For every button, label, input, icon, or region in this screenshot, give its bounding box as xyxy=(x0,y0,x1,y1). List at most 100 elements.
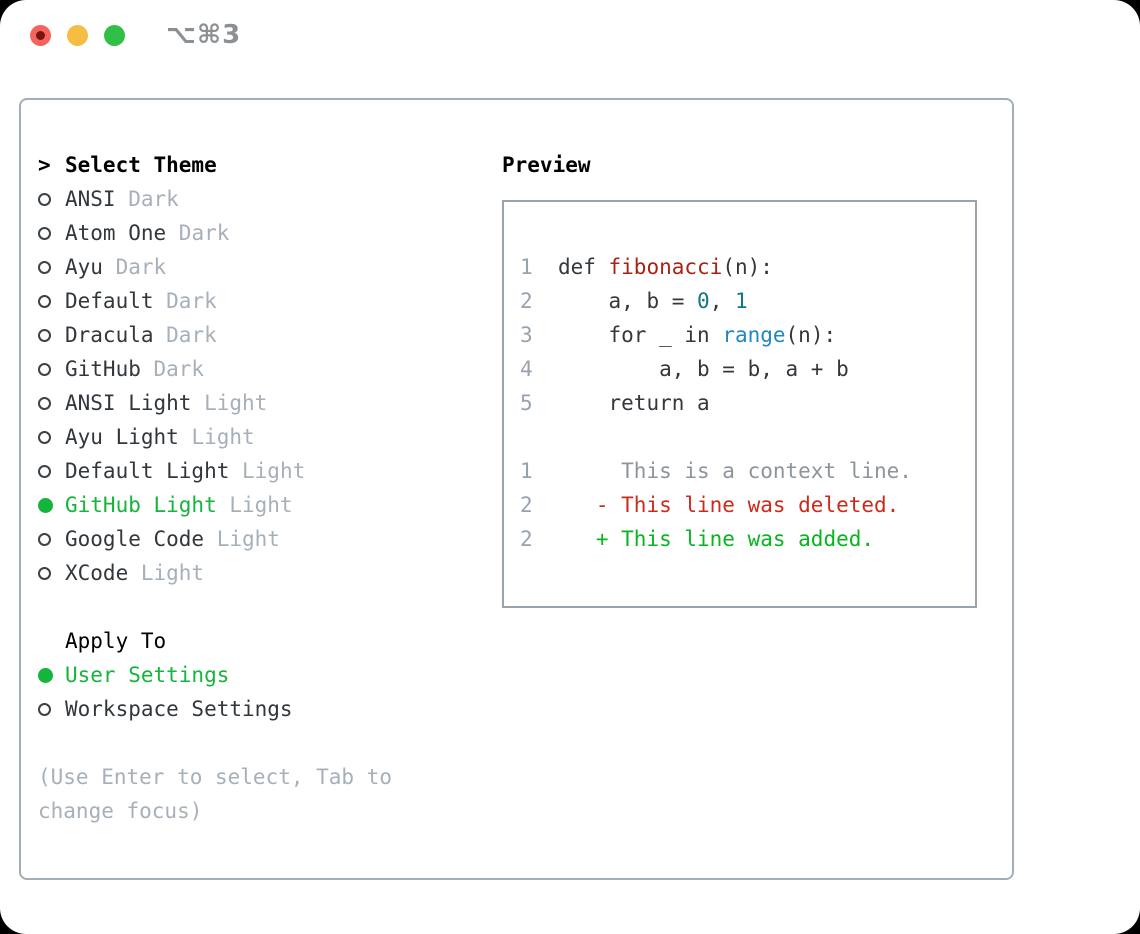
theme-option-3[interactable]: Default Dark xyxy=(38,284,468,318)
code-segment: fibonacci xyxy=(608,255,723,279)
code-segment: , xyxy=(709,289,735,313)
titlebar: ⌥⌘3 xyxy=(0,0,1140,70)
theme-option-11[interactable]: XCode Light xyxy=(38,556,468,590)
radio-unselected-icon xyxy=(38,464,51,478)
radio-gutter xyxy=(38,454,65,488)
radio-gutter xyxy=(38,216,65,250)
option-label: GitHub xyxy=(65,357,141,381)
option-variant-label: Dark xyxy=(153,289,217,313)
theme-option-0[interactable]: ANSI Dark xyxy=(38,182,468,216)
code-segment: 2 xyxy=(520,493,533,517)
radio-gutter xyxy=(38,284,65,318)
theme-option-1[interactable]: Atom One Dark xyxy=(38,216,468,250)
code-line-0: 1 def fibonacci(n): xyxy=(520,250,975,284)
apply-to-label: Apply To xyxy=(65,629,167,653)
select-theme-header: > Select Theme xyxy=(38,148,468,182)
code-line-7: 2 - This line was deleted. xyxy=(520,488,975,522)
radio-gutter xyxy=(38,488,65,522)
theme-option-9[interactable]: GitHub Light Light xyxy=(38,488,468,522)
radio-unselected-icon xyxy=(38,566,51,580)
option-label: Workspace Settings xyxy=(65,697,293,721)
blank-line xyxy=(520,420,975,454)
radio-gutter xyxy=(38,658,65,692)
code-segment: 0 xyxy=(697,289,710,313)
option-label: Ayu Light xyxy=(65,425,179,449)
radio-unselected-icon xyxy=(38,328,51,342)
code-preview-box: 1 def fibonacci(n): 2 a, b = 0, 1 3 for _ … xyxy=(502,200,977,608)
keyboard-hint: (Use Enter to select, Tab to change focu… xyxy=(38,765,393,823)
radio-unselected-icon xyxy=(38,532,51,546)
option-variant-label: Light xyxy=(178,425,255,449)
option-variant-label: Dark xyxy=(140,357,205,381)
option-label: Atom One xyxy=(65,221,167,245)
option-label: Default xyxy=(65,289,154,313)
radio-unselected-icon xyxy=(38,260,51,274)
option-label: Dracula xyxy=(65,323,154,347)
radio-gutter xyxy=(38,352,65,386)
code-segment: a, b = xyxy=(532,289,698,313)
code-line-8: 2 + This line was added. xyxy=(520,522,975,556)
cursor-icon: > xyxy=(38,153,51,177)
minimize-button-icon[interactable] xyxy=(67,25,88,46)
radio-gutter xyxy=(38,522,65,556)
code-segment xyxy=(533,527,596,551)
radio-gutter xyxy=(38,318,65,352)
code-segment: 5 xyxy=(520,391,533,415)
radio-selected-icon xyxy=(38,667,53,683)
option-label: ANSI Light xyxy=(65,391,192,415)
radio-gutter xyxy=(38,386,65,420)
code-segment: This is a context line. xyxy=(532,459,912,483)
code-segment: 4 xyxy=(520,357,533,381)
code-segment: range xyxy=(722,323,786,347)
radio-unselected-icon xyxy=(38,226,51,240)
option-label: User Settings xyxy=(65,663,230,687)
empty-gutter xyxy=(38,624,65,658)
radio-unselected-icon xyxy=(38,430,51,444)
apply-to-option-1[interactable]: Workspace Settings xyxy=(38,692,468,726)
radio-unselected-icon xyxy=(38,192,51,206)
option-variant-label: Light xyxy=(204,527,280,551)
option-label: GitHub Light xyxy=(65,493,217,517)
theme-option-2[interactable]: Ayu Dark xyxy=(38,250,468,284)
option-label: Google Code xyxy=(65,527,205,551)
option-label: XCode xyxy=(65,561,129,585)
radio-unselected-icon xyxy=(38,294,51,308)
code-line-2: 3 for _ in range(n): xyxy=(520,318,975,352)
code-segment: 1 xyxy=(520,255,533,279)
code-segment xyxy=(533,493,596,517)
code-segment: 2 xyxy=(520,289,533,313)
code-segment: return a xyxy=(532,391,710,415)
zoom-button-icon[interactable] xyxy=(104,25,125,46)
radio-gutter xyxy=(38,420,65,454)
code-segment: (n): xyxy=(785,323,837,347)
apply-to-option-0[interactable]: User Settings xyxy=(38,658,468,692)
theme-option-7[interactable]: Ayu Light Light xyxy=(38,420,468,454)
radio-unselected-icon xyxy=(38,396,51,410)
theme-option-6[interactable]: ANSI Light Light xyxy=(38,386,468,420)
option-variant-label: Light xyxy=(191,391,268,415)
radio-gutter xyxy=(38,556,65,590)
code-segment: 1 xyxy=(520,459,533,483)
code-segment: for _ in xyxy=(532,323,723,347)
radio-gutter xyxy=(38,250,65,284)
theme-option-10[interactable]: Google Code Light xyxy=(38,522,468,556)
code-segment: 1 xyxy=(734,289,748,313)
option-variant-label: Dark xyxy=(153,323,217,347)
code-segment: - This line was deleted. xyxy=(595,493,900,517)
theme-option-8[interactable]: Default Light Light xyxy=(38,454,468,488)
radio-unselected-icon xyxy=(38,702,51,716)
radio-unselected-icon xyxy=(38,362,51,376)
code-segment: + This line was added. xyxy=(595,527,875,551)
theme-option-5[interactable]: GitHub Dark xyxy=(38,352,468,386)
code-segment: (n): xyxy=(722,255,773,279)
preview-title: Preview xyxy=(502,153,591,177)
close-button-icon[interactable] xyxy=(30,25,51,46)
select-theme-label: Select Theme xyxy=(65,153,217,177)
theme-option-4[interactable]: Dracula Dark xyxy=(38,318,468,352)
option-variant-label: Dark xyxy=(115,187,179,211)
code-line-4: 5 return a xyxy=(520,386,975,420)
